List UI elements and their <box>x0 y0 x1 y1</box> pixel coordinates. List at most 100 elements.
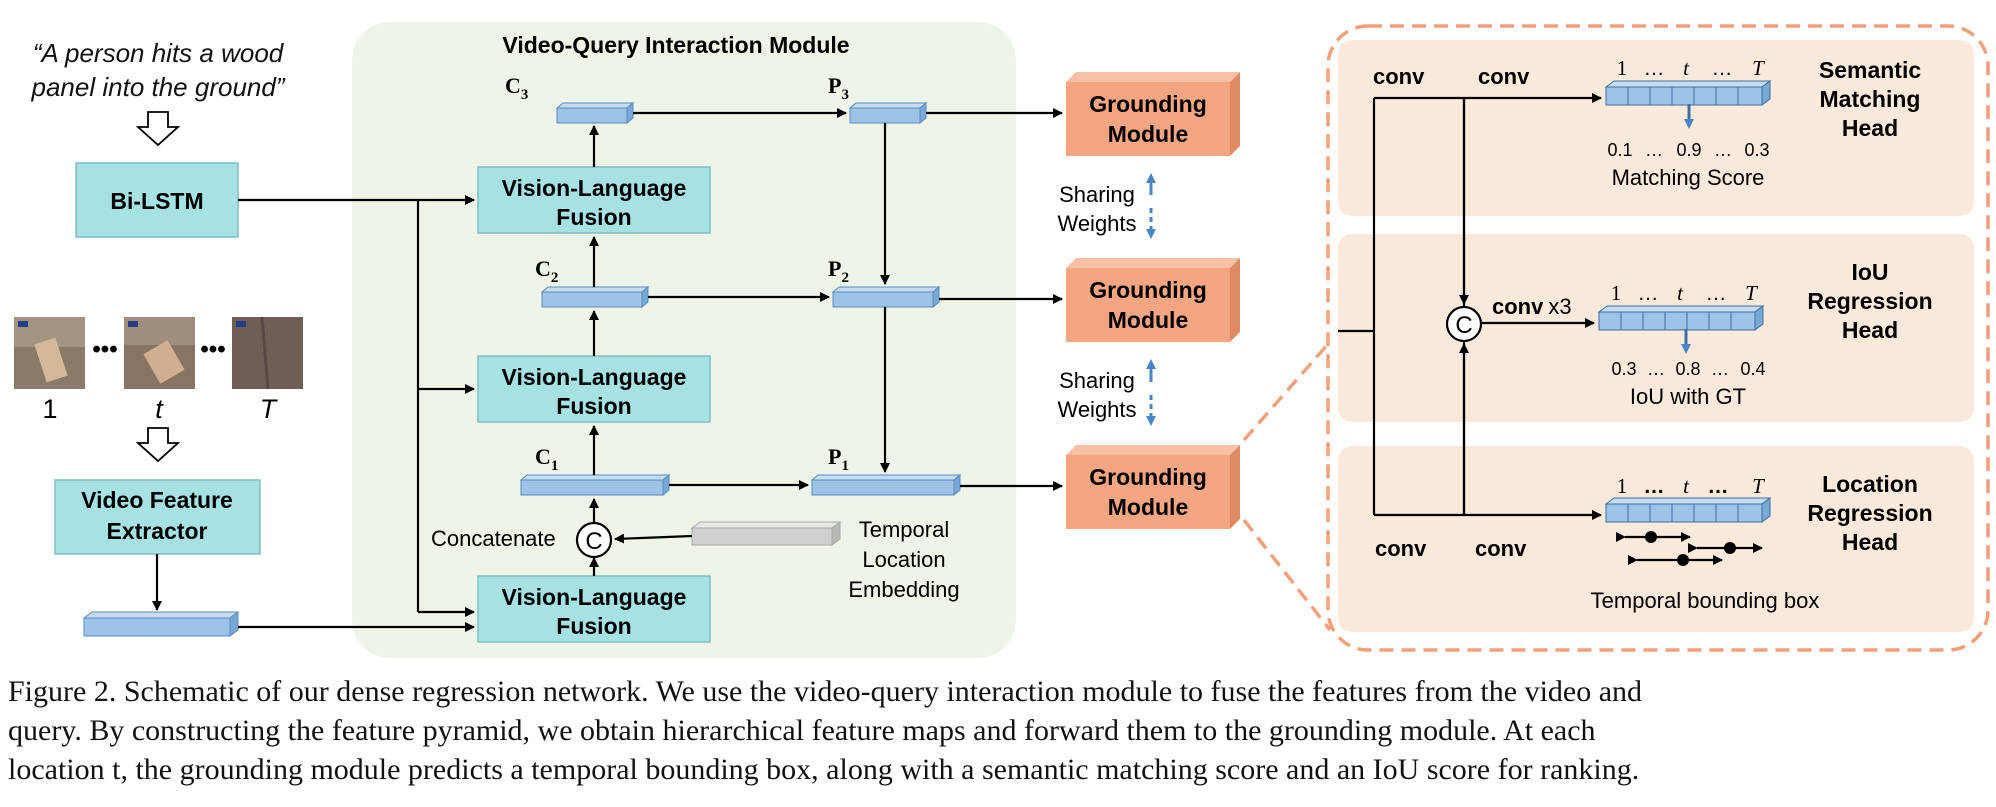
semantic-val-1: 0.1 <box>1607 140 1632 160</box>
video-extractor-box <box>54 479 261 555</box>
sharing-weights-2-line2: Weights <box>1057 397 1136 422</box>
semantic-head-title-3: Head <box>1842 115 1898 141</box>
iou-idx-1: 1 <box>1611 281 1622 305</box>
p3-label: P3 <box>828 73 849 103</box>
p2-label: P2 <box>828 256 849 286</box>
conv-label-bottom-1: conv <box>1375 536 1427 561</box>
frame-label-1: 1 <box>42 394 57 424</box>
concat-circle <box>575 521 613 559</box>
iou-caption: IoU with GT <box>1630 384 1746 409</box>
concatenate-label: Concatenate <box>431 526 556 551</box>
matching-score-caption: Matching Score <box>1612 165 1765 190</box>
svg-text:Module: Module <box>1108 307 1189 333</box>
frame-label-T: T <box>260 394 279 424</box>
location-idx-dots-1: … <box>1644 475 1665 498</box>
grounding-module-bottom: Grounding Module <box>1066 445 1240 529</box>
iou-head-title-2: Regression <box>1807 288 1932 314</box>
location-bar <box>1604 497 1772 523</box>
caption-line-3: location t, the grounding module predict… <box>8 753 1640 786</box>
temporal-label-2: Location <box>862 547 945 572</box>
c1-label: C1 <box>535 444 558 474</box>
iou-concat-symbol: C <box>1455 312 1472 339</box>
sharing-weights-1-line2: Weights <box>1057 211 1136 236</box>
iou-val-dots-1: … <box>1647 359 1665 379</box>
c3-bar <box>555 101 635 125</box>
interaction-module-title: Video-Query Interaction Module <box>502 32 849 58</box>
fusion-box-bottom: Vision-Language Fusion <box>477 575 711 643</box>
iou-head-title-1: IoU <box>1851 259 1888 285</box>
heads-dashed-connector-bottom <box>1242 518 1332 632</box>
temporal-bbox-caption: Temporal bounding box <box>1591 588 1820 613</box>
temporal-label-3: Embedding <box>848 577 959 602</box>
fusion-box-top: Vision-Language Fusion <box>477 166 711 234</box>
semantic-val-dots-2: … <box>1714 140 1732 160</box>
svg-text:Module: Module <box>1108 121 1189 147</box>
caption-line-1: Figure 2. Schematic of our dense regress… <box>8 675 1643 708</box>
svg-text:Grounding: Grounding <box>1089 91 1207 117</box>
frame-dots-1: ••• <box>92 336 117 363</box>
location-idx-T: T <box>1752 474 1765 498</box>
iou-val-dots-2: … <box>1711 359 1729 379</box>
iou-score-bar <box>1597 305 1765 331</box>
location-head-title-2: Regression <box>1807 500 1932 526</box>
fusion-box-middle: Vision-Language Fusion <box>477 355 711 423</box>
p1-bar <box>810 473 962 497</box>
semantic-val-t: 0.9 <box>1676 140 1701 160</box>
bilstm-label: Bi-LSTM <box>110 188 203 214</box>
conv-label-bottom-2: conv <box>1475 536 1527 561</box>
iou-head-title-3: Head <box>1842 317 1898 343</box>
diagram: Video-Query Interaction Module “A person… <box>14 22 1990 658</box>
frames-down-arrow <box>135 427 181 463</box>
arrow-temporal-to-concat <box>614 533 693 544</box>
semantic-head-title-1: Semantic <box>1819 57 1921 83</box>
frame-dots-2: ••• <box>200 336 225 363</box>
iou-val-t: 0.8 <box>1675 359 1700 379</box>
iou-idx-T: T <box>1745 281 1758 305</box>
location-idx-t: t <box>1683 474 1690 498</box>
semantic-idx-T: T <box>1752 56 1765 80</box>
location-head-title-1: Location <box>1822 471 1918 497</box>
video-feature-bar <box>82 611 240 637</box>
location-idx-1: 1 <box>1617 474 1628 498</box>
svg-text:Grounding: Grounding <box>1089 277 1207 303</box>
location-head-title-3: Head <box>1842 529 1898 555</box>
c2-label: C2 <box>535 256 558 286</box>
heads-panel <box>1326 24 1990 652</box>
query-text-line2: panel into the ground” <box>31 72 286 102</box>
c3-label: C3 <box>505 73 528 103</box>
svg-text:Fusion: Fusion <box>556 393 631 419</box>
heads-dashed-connector-top <box>1242 342 1330 442</box>
location-box-2 <box>1628 554 1723 566</box>
semantic-val-T: 0.3 <box>1744 140 1769 160</box>
query-text-line1: “A person hits a wood <box>33 38 285 68</box>
p2-bar <box>831 285 941 309</box>
svg-text:Vision-Language: Vision-Language <box>502 584 687 610</box>
temporal-label-1: Temporal <box>859 517 949 542</box>
figure-caption: Figure 2. Schematic of our dense regress… <box>8 672 1988 789</box>
iou-val-T: 0.4 <box>1740 359 1765 379</box>
grounding-module-top: Grounding Module <box>1066 72 1240 156</box>
grounding-module-middle: Grounding Module <box>1066 258 1240 342</box>
semantic-idx-1: 1 <box>1617 56 1628 80</box>
video-extractor-line1: Video Feature <box>81 487 233 513</box>
location-box-3 <box>1688 542 1763 554</box>
video-extractor-line2: Extractor <box>107 518 208 544</box>
p1-label: P1 <box>828 444 849 474</box>
svg-text:Vision-Language: Vision-Language <box>502 364 687 390</box>
frame-T <box>232 316 303 390</box>
semantic-idx-dots-2: … <box>1712 57 1733 80</box>
c2-bar <box>540 285 650 309</box>
frame-1 <box>14 317 85 389</box>
svg-text:Grounding: Grounding <box>1089 464 1207 490</box>
concat-symbol: C <box>585 528 602 555</box>
caption-line-2: query. By constructing the feature pyram… <box>8 714 1596 747</box>
svg-text:Module: Module <box>1108 494 1189 520</box>
location-box-1 <box>1616 531 1691 543</box>
semantic-head-title-2: Matching <box>1820 86 1921 112</box>
sharing-weights-2-line1: Sharing <box>1059 368 1135 393</box>
iou-idx-dots-2: … <box>1706 282 1727 305</box>
sharing-weights-1-line1: Sharing <box>1059 182 1135 207</box>
semantic-head-bg <box>1338 40 1974 216</box>
svg-text:Fusion: Fusion <box>556 613 631 639</box>
